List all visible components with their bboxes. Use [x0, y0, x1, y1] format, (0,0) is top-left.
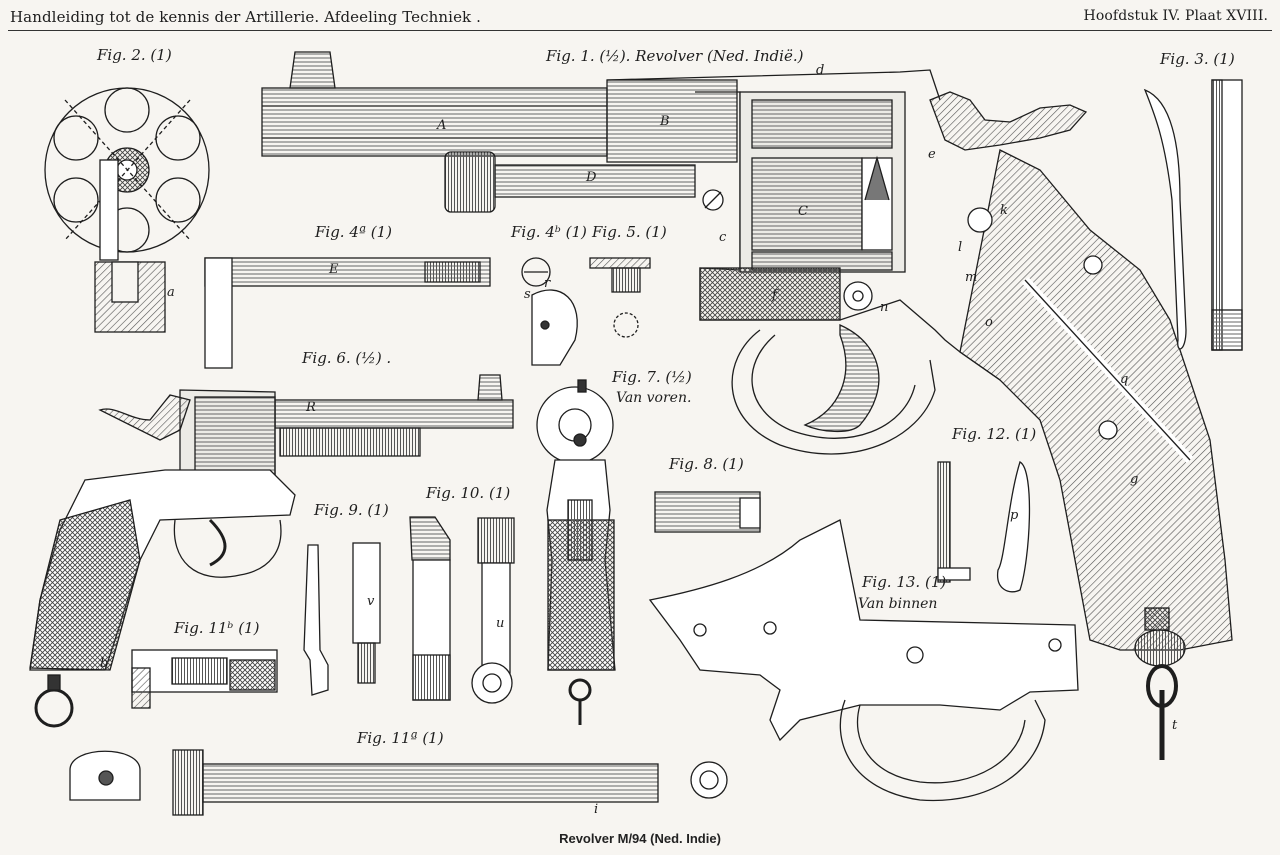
fig7-label: Fig. 7. (½) — [612, 368, 692, 386]
fig11b-part-drawing — [131, 649, 278, 709]
plate-caption: Revolver M/94 (Ned. Indie) — [559, 831, 721, 846]
part-label-l: l — [958, 240, 963, 255]
fig9-parts-drawing — [303, 542, 381, 696]
fig2-cylinder-drawing — [44, 87, 210, 333]
part-label-f: f — [772, 288, 777, 303]
part-label-B: B — [660, 114, 670, 129]
fig9-label: Fig. 9. (1) — [314, 501, 389, 519]
fig13-sublabel: Van binnen — [858, 596, 938, 612]
plate-header-left: Handleiding tot de kennis der Artillerie… — [10, 8, 481, 26]
part-label-k: k — [1000, 203, 1008, 218]
part-label-i: i — [594, 802, 599, 817]
part-label-E: E — [329, 262, 339, 277]
part-label-t: t — [1172, 718, 1178, 733]
part-label-a: a — [167, 285, 175, 300]
part-label-n: n — [880, 300, 889, 315]
part-label-r: r — [544, 276, 551, 291]
fig6-label: Fig. 6. (½) . — [302, 349, 392, 367]
part-label-b: b — [100, 656, 109, 671]
fig11b-label: Fig. 11ᵇ (1) — [174, 619, 260, 637]
part-label-g: g — [1130, 472, 1139, 487]
part-label-v: v — [367, 594, 375, 609]
plate-header-right: Hoofdstuk IV. Plaat XVIII. — [1083, 8, 1268, 24]
fig6-revolver-drawing — [29, 374, 514, 728]
header-rule — [8, 30, 1272, 31]
fig8-bolt-drawing — [654, 491, 761, 533]
part-label-R: R — [306, 400, 316, 415]
fig7-front-view-drawing — [536, 379, 616, 725]
part-label-o: o — [985, 315, 993, 330]
fig4a-label: Fig. 4ª (1) — [315, 223, 393, 241]
fig10-parts-drawing — [409, 516, 515, 704]
part-label-d: d — [816, 63, 825, 78]
fig11a-label: Fig. 11ª (1) — [357, 729, 444, 747]
part-label-m: m — [965, 270, 978, 285]
part-label-u: u — [496, 616, 505, 631]
part-label-c: c — [719, 230, 727, 245]
part-label-A: A — [437, 118, 447, 133]
fig10-label: Fig. 10. (1) — [426, 484, 511, 502]
fig7-sublabel: Van voren. — [616, 390, 692, 406]
part-label-C: C — [798, 204, 808, 219]
fig4b-label: Fig. 4ᵇ (1) — [511, 223, 587, 241]
fig13-label: Fig. 13. (1) — [862, 573, 947, 591]
fig5-label: Fig. 5. (1) — [592, 223, 667, 241]
fig12-label: Fig. 12. (1) — [952, 425, 1037, 443]
part-label-D: D — [586, 170, 597, 185]
part-label-s: s — [524, 287, 531, 302]
fig3-spring-drawing — [1143, 79, 1243, 351]
fig3-label: Fig. 3. (1) — [1160, 50, 1235, 68]
fig4b-fig5-drawing — [521, 257, 651, 366]
fig2-label: Fig. 2. (1) — [97, 46, 172, 64]
part-label-e: e — [928, 147, 936, 162]
fig12-parts-drawing — [937, 461, 1031, 593]
fig1-revolver-drawing — [261, 51, 1233, 760]
part-label-p: p — [1010, 508, 1019, 523]
fig8-label: Fig. 8. (1) — [669, 455, 744, 473]
part-label-q: q — [1120, 372, 1129, 387]
fig1-label: Fig. 1. (½). Revolver (Ned. Indië.) — [546, 47, 804, 65]
fig4a-rod-drawing — [204, 257, 491, 369]
fig13-frame-drawing — [648, 519, 1079, 802]
fig11a-rod-drawing — [69, 749, 728, 816]
